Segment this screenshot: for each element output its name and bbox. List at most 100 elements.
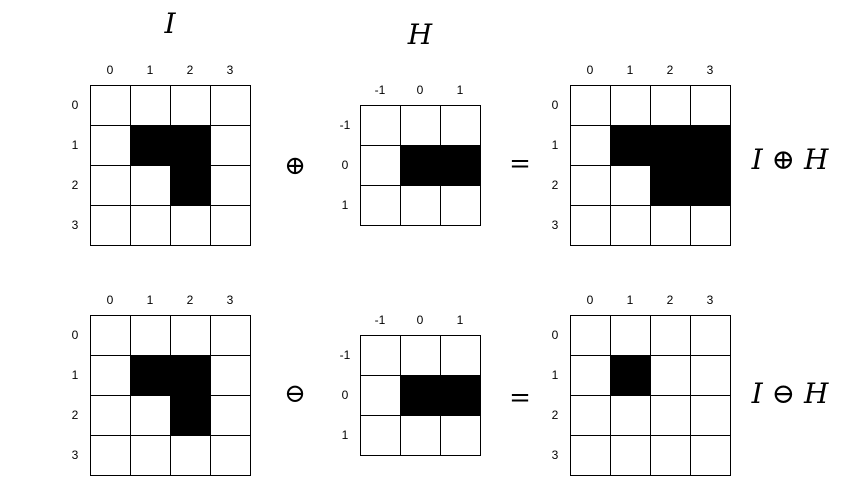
dilation-kernel-col-label: 1 bbox=[457, 83, 464, 97]
erosion-output-col-label: 3 bbox=[707, 293, 714, 307]
erosion-result-label: I ⊖ H bbox=[751, 377, 829, 410]
dilation-input-empty-cell bbox=[170, 85, 211, 126]
erosion-input-row-label: 3 bbox=[72, 448, 79, 462]
dilation-kernel-empty-cell bbox=[400, 105, 441, 146]
dilation-output-empty-cell bbox=[610, 205, 651, 246]
erosion-kernel-empty-cell bbox=[440, 415, 481, 456]
erosion-input-empty-cell bbox=[130, 435, 171, 476]
dilation-output-empty-cell bbox=[570, 125, 611, 166]
erosion-output-empty-cell bbox=[650, 395, 691, 436]
erosion-output-row-label: 2 bbox=[552, 408, 559, 422]
erosion-equals-sign: = bbox=[509, 383, 531, 413]
dilation-kernel-filled-cell bbox=[440, 145, 481, 186]
dilation-kernel-filled-cell bbox=[400, 145, 441, 186]
dilation-output-filled-cell bbox=[690, 165, 731, 206]
dilation-input-empty-cell bbox=[130, 165, 171, 206]
dilation-input-empty-cell bbox=[210, 85, 251, 126]
dilation-output-filled-cell bbox=[610, 125, 651, 166]
dilation-output-col-label: 3 bbox=[707, 63, 714, 77]
kernel-label: H bbox=[407, 18, 433, 51]
dilation-output-col-label: 0 bbox=[587, 63, 594, 77]
erosion-output-col-label: 0 bbox=[587, 293, 594, 307]
dilation-output-empty-cell bbox=[690, 205, 731, 246]
dilation-output-filled-cell bbox=[650, 165, 691, 206]
dilation-input-filled-cell bbox=[170, 165, 211, 206]
erosion-output-row-label: 1 bbox=[552, 368, 559, 382]
dilation-input-empty-cell bbox=[90, 205, 131, 246]
image-label: I bbox=[163, 7, 176, 40]
dilation-output-empty-cell bbox=[610, 165, 651, 206]
erosion-output-empty-cell bbox=[610, 435, 651, 476]
dilation-input-empty-cell bbox=[210, 125, 251, 166]
dilation-kernel-empty-cell bbox=[400, 185, 441, 226]
dilation-input-empty-cell bbox=[170, 205, 211, 246]
dilation-output-empty-cell bbox=[690, 85, 731, 126]
erosion-input-empty-cell bbox=[210, 395, 251, 436]
dilation-output-filled-cell bbox=[650, 125, 691, 166]
erosion-kernel-col-label: 0 bbox=[417, 313, 424, 327]
erosion-input-empty-cell bbox=[130, 395, 171, 436]
dilation-input-empty-cell bbox=[90, 165, 131, 206]
erosion-input-row-label: 2 bbox=[72, 408, 79, 422]
dilate-operator-symbol: ⊕ bbox=[284, 151, 306, 181]
erosion-output-row-label: 0 bbox=[552, 328, 559, 342]
erosion-input-col-label: 3 bbox=[227, 293, 234, 307]
erosion-output-empty-cell bbox=[610, 315, 651, 356]
dilation-kernel-row-label: -1 bbox=[340, 118, 351, 132]
erosion-kernel-empty-cell bbox=[440, 335, 481, 376]
dilation-input-col-label: 1 bbox=[147, 63, 154, 77]
dilation-output-col-label: 1 bbox=[627, 63, 634, 77]
erosion-input-col-label: 0 bbox=[107, 293, 114, 307]
erosion-kernel-filled-cell bbox=[440, 375, 481, 416]
dilation-output-empty-cell bbox=[650, 205, 691, 246]
erosion-output-col-label: 1 bbox=[627, 293, 634, 307]
erosion-input-col-label: 2 bbox=[187, 293, 194, 307]
dilation-output-empty-cell bbox=[570, 205, 611, 246]
erosion-kernel-empty-cell bbox=[360, 375, 401, 416]
dilation-output-row-label: 2 bbox=[552, 178, 559, 192]
dilation-equals-sign: = bbox=[509, 149, 531, 179]
dilation-kernel-empty-cell bbox=[360, 185, 401, 226]
erosion-input-empty-cell bbox=[170, 435, 211, 476]
erode-operator-symbol: ⊖ bbox=[284, 379, 306, 409]
erosion-input-filled-cell bbox=[130, 355, 171, 396]
dilation-result-label: I ⊕ H bbox=[751, 143, 829, 176]
erosion-input-empty-cell bbox=[170, 315, 211, 356]
erosion-kernel-col-label: 1 bbox=[457, 313, 464, 327]
erosion-kernel-row-label: 1 bbox=[342, 428, 349, 442]
dilation-input-row-label: 3 bbox=[72, 218, 79, 232]
dilation-input-empty-cell bbox=[210, 205, 251, 246]
dilation-kernel-empty-cell bbox=[440, 105, 481, 146]
dilation-output-empty-cell bbox=[610, 85, 651, 126]
dilation-output-filled-cell bbox=[690, 125, 731, 166]
erosion-input-row-label: 0 bbox=[72, 328, 79, 342]
dilation-input-empty-cell bbox=[130, 85, 171, 126]
erosion-output-empty-cell bbox=[650, 355, 691, 396]
erosion-output-col-label: 2 bbox=[667, 293, 674, 307]
erosion-kernel-empty-cell bbox=[360, 335, 401, 376]
erosion-kernel-filled-cell bbox=[400, 375, 441, 416]
erosion-input-empty-cell bbox=[210, 355, 251, 396]
erosion-output-empty-cell bbox=[690, 435, 731, 476]
dilation-input-empty-cell bbox=[210, 165, 251, 206]
dilation-input-filled-cell bbox=[170, 125, 211, 166]
erosion-output-empty-cell bbox=[650, 315, 691, 356]
dilation-input-empty-cell bbox=[130, 205, 171, 246]
dilation-output-row-label: 0 bbox=[552, 98, 559, 112]
erosion-input-grid: 0 1 2 3 0 1 2 3 bbox=[72, 293, 251, 476]
erosion-kernel-empty-cell bbox=[400, 335, 441, 376]
dilation-kernel-empty-cell bbox=[440, 185, 481, 226]
erosion-input-row-label: 1 bbox=[72, 368, 79, 382]
erosion-output-row-label: 3 bbox=[552, 448, 559, 462]
erosion-kernel-col-label: -1 bbox=[375, 313, 386, 327]
erosion-kernel-row-label: -1 bbox=[340, 348, 351, 362]
erosion-kernel-empty-cell bbox=[400, 415, 441, 456]
dilation-input-col-label: 2 bbox=[187, 63, 194, 77]
dilation-input-col-label: 3 bbox=[227, 63, 234, 77]
erosion-input-col-label: 1 bbox=[147, 293, 154, 307]
erosion-output-empty-cell bbox=[570, 395, 611, 436]
dilation-input-empty-cell bbox=[90, 85, 131, 126]
